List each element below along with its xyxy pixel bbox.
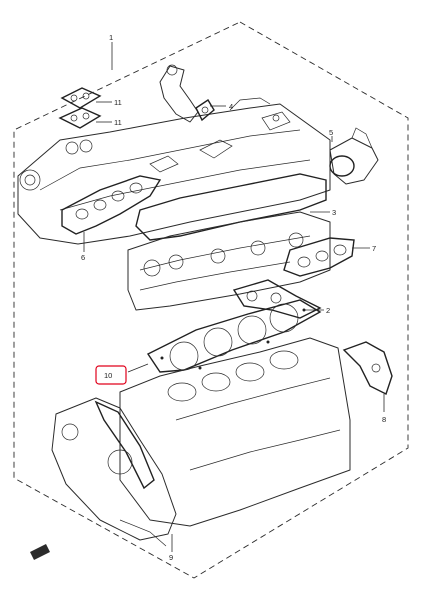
callout-2: 2 (326, 306, 330, 315)
leader-10 (127, 363, 149, 373)
callout-11b: 11 (114, 118, 122, 127)
callout-11a: 11 (114, 98, 122, 107)
callout-10-highlight[interactable]: 10 (95, 365, 127, 385)
head-cover-gasket (135, 173, 327, 241)
throttle-body-gasket-upper (60, 87, 102, 109)
cylinder-block (119, 337, 351, 527)
water-outlet (329, 127, 379, 185)
callout-6: 6 (81, 253, 85, 262)
callout-8: 8 (382, 415, 386, 424)
callout-4: 4 (229, 102, 233, 111)
cylinder-head-cover (17, 97, 331, 245)
intake-manifold-gasket (61, 175, 162, 235)
thermostat-housing (159, 64, 215, 123)
rear-oil-seal-gasket (342, 341, 393, 395)
callout-1: 1 (109, 33, 113, 42)
callout-7: 7 (372, 244, 376, 253)
callout-10-box[interactable] (95, 365, 127, 385)
kit-boundary (13, 21, 409, 579)
front-cover-gasket (51, 397, 177, 547)
callout-9: 9 (169, 553, 173, 562)
callout-3: 3 (332, 208, 336, 217)
callout-5: 5 (329, 128, 333, 137)
throttle-body-gasket-lower (58, 107, 102, 129)
front-arrow-icon (30, 544, 50, 560)
cylinder-head (127, 211, 331, 311)
manifold-flange-gasket (232, 279, 322, 319)
exhaust-manifold-gasket (283, 237, 355, 277)
cylinder-head-gasket (146, 299, 322, 373)
callout-10[interactable]: 10 (104, 371, 112, 380)
